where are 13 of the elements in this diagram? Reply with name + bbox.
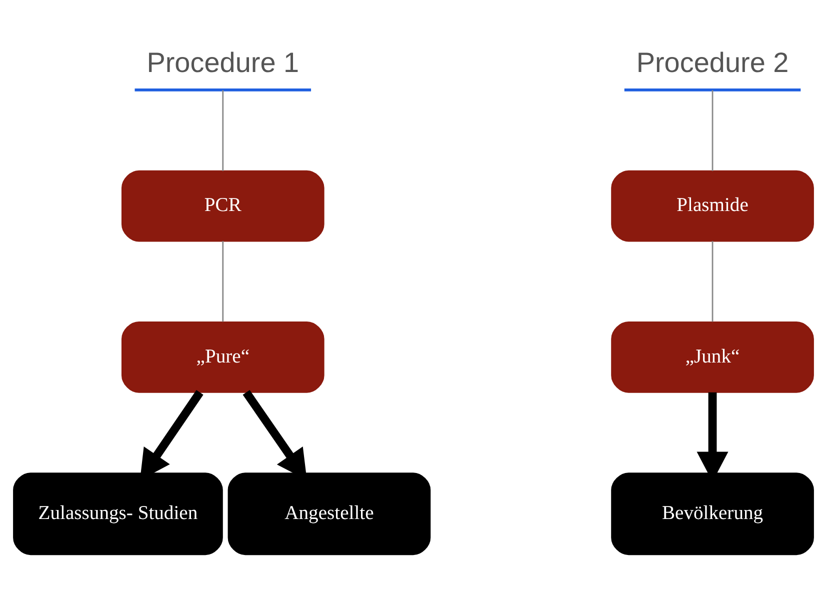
connector [712,241,714,322]
connector [712,90,714,171]
connector [222,241,224,322]
node-box: „Junk“ [611,321,814,393]
node-box: Plasmide [611,170,814,242]
node-box: PCR [121,170,324,242]
node-text: Procedure 2 [636,46,789,78]
node-box: Bevölkerung [611,472,814,556]
node-text: Procedure 1 [146,46,300,78]
node-box: „Pure“ [121,321,324,393]
node-box: Angestellte [228,472,431,556]
node-box: Zulassungs- Studien [13,472,223,556]
connector [222,90,224,171]
